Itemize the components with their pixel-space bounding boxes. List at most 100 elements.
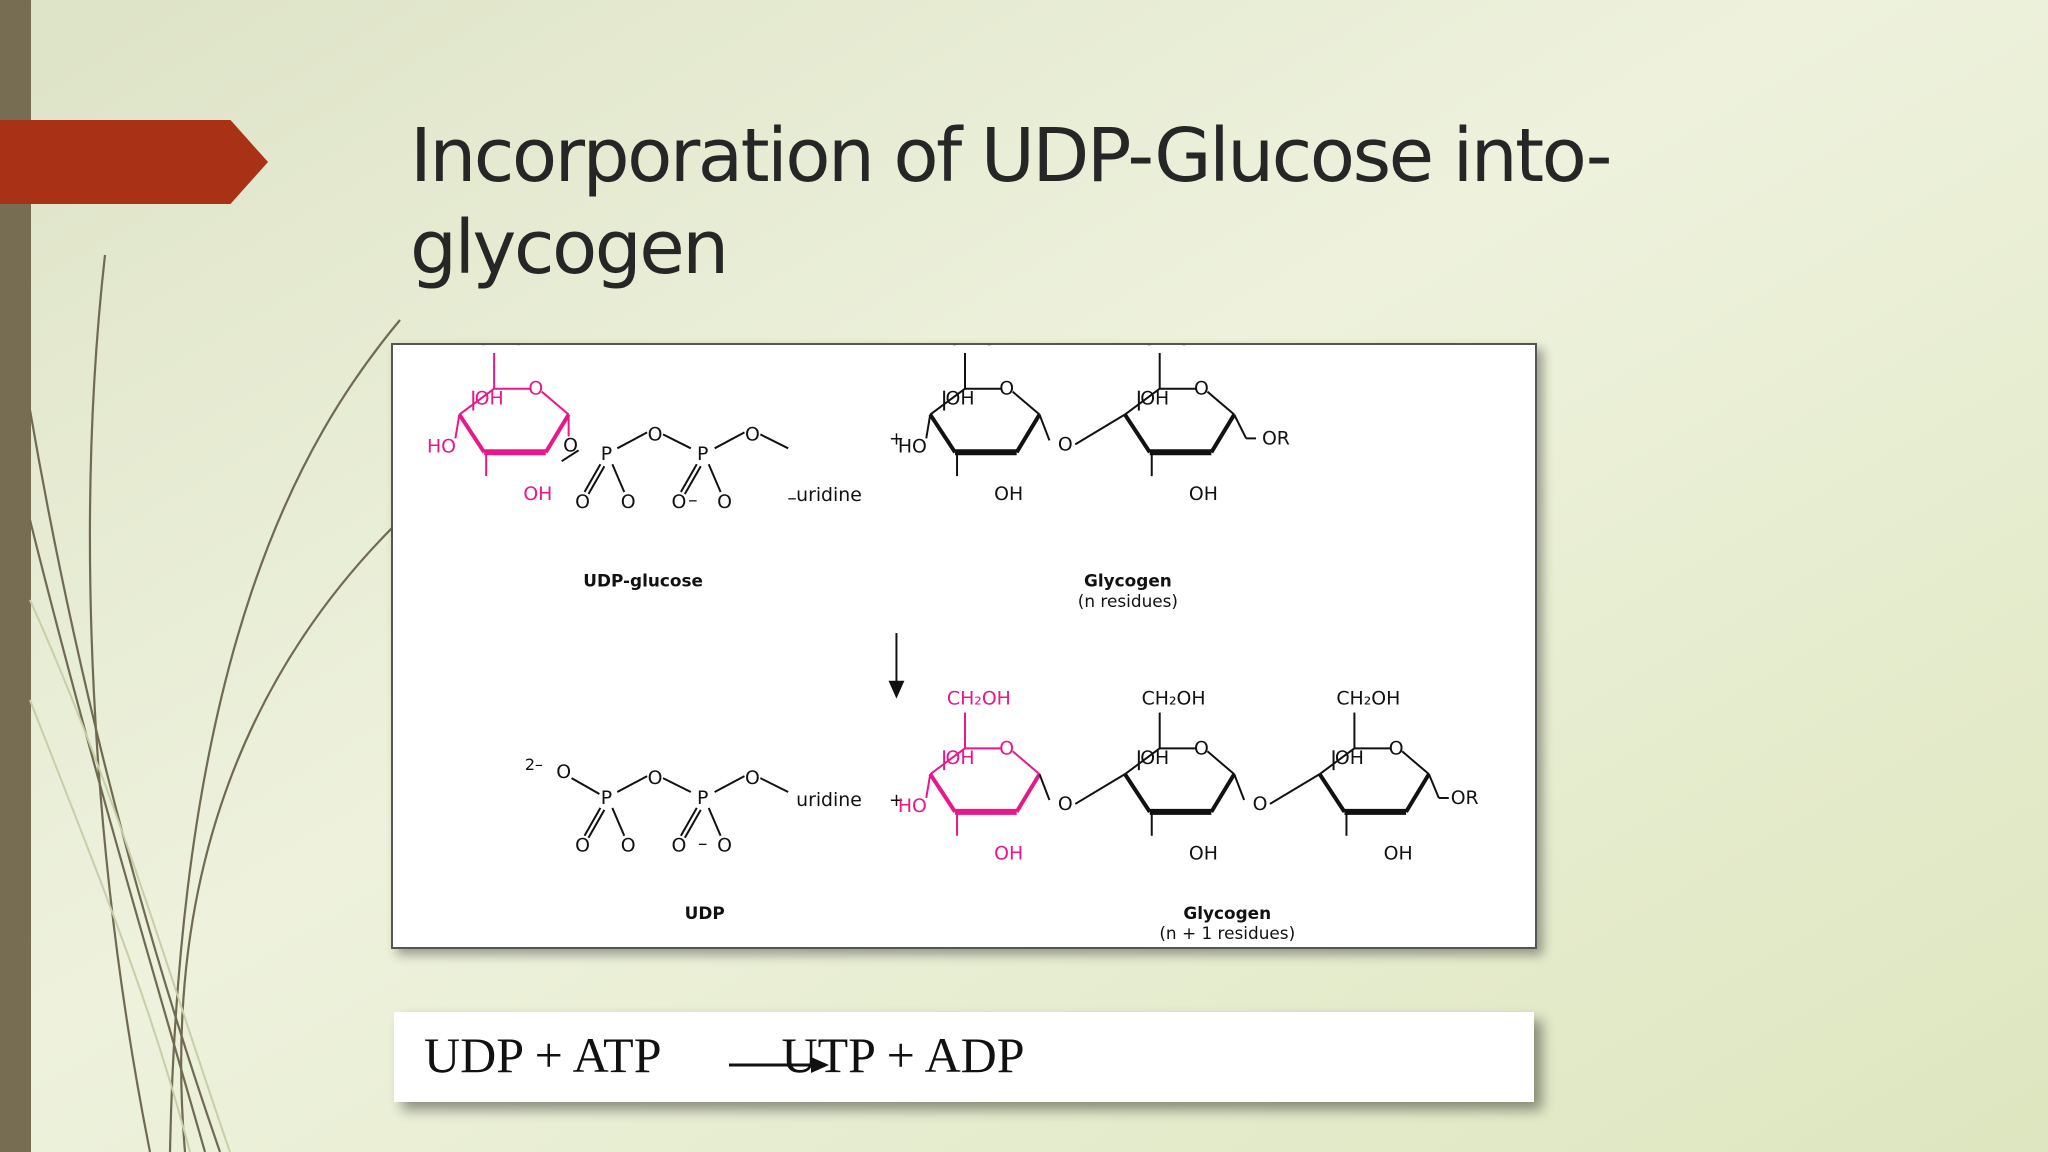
- equation-box: UDP + ATP UTP + ADP: [394, 1012, 1534, 1102]
- glycogen-n1-or-bond: [1427, 773, 1440, 799]
- udp-p1-po-bond: [611, 807, 626, 837]
- udp-glucose-chain-bond: [616, 431, 648, 450]
- top-plus-sign: +: [889, 428, 904, 449]
- glycogen-n-glycosidic-bond: [1074, 413, 1126, 446]
- slide-title: Incorporation of UDP-Glucose into-glycog…: [410, 113, 1613, 291]
- glycogen-n1-r1-c4-ho-label: HO: [898, 795, 927, 817]
- glycogen-n1-b-glycosidic-bond: [1269, 773, 1321, 805]
- glycogen-n1-r1-ring-bond: [929, 747, 966, 775]
- udp-glucose-ring-bond: [541, 390, 570, 416]
- udp-glucose-c3-oh-label: OH: [475, 388, 504, 410]
- glycogen-n1-r1-ring-bond: [1012, 750, 1041, 775]
- udp-charge-label: 2–: [525, 755, 543, 774]
- udp-glucose-p2-po-bond: [683, 465, 702, 495]
- glycogen-n1-caption: Glycogen: [1183, 903, 1271, 923]
- udp-p1-o-label: O: [621, 835, 636, 857]
- glycogen-n1-a-glycosidic-bond: [1038, 773, 1051, 801]
- reaction-down-arrow-icon: [888, 680, 905, 699]
- glycogen-n-r2-ring-oxygen: O: [1194, 378, 1209, 400]
- glycogen-n1-a-glycosidic-oxygen: O: [1058, 793, 1073, 815]
- reaction-figure: OCH₂OHOHOHHOOPOOOPOOO––uridineUDP-glucos…: [391, 343, 1537, 949]
- glycogen-n1-r1-ring-bond: [928, 773, 957, 813]
- glycogen-n-r1-ring-bond: [1014, 413, 1042, 454]
- udp-glucose-minus: –: [787, 487, 796, 509]
- glycogen-n-r1-ch2oh-label: CH₂OH: [947, 345, 1011, 350]
- glycogen-n-r1-ring-bond: [1012, 390, 1041, 416]
- udp-glucose-p2-p-label: P: [697, 443, 708, 465]
- udp-glucose-ch2oh-label: CH₂OH: [476, 345, 540, 350]
- glycogen-n-r2-ring-bond: [1209, 413, 1236, 454]
- glycogen-n1-r1-ch2oh-label: CH₂OH: [947, 688, 1011, 710]
- udp-p1-po-bond: [583, 807, 602, 837]
- udp-glucose-ring-oxygen: O: [528, 378, 543, 400]
- glycogen-n-r2-ring-bond: [1206, 390, 1235, 416]
- glycogen-n1-r1-c2-oh-label: OH: [994, 843, 1023, 865]
- glycogen-n-caption: Glycogen: [1084, 570, 1172, 590]
- udp-glucose-p2-o-label: O: [717, 491, 732, 513]
- glycogen-n-residues: (n residues): [1078, 591, 1178, 611]
- reaction-arrow-icon: [729, 1057, 829, 1073]
- glycogen-n1-or-label: OR: [1451, 787, 1479, 809]
- udp-uridine-label: uridine: [796, 789, 862, 811]
- equation-products: UTP + ADP: [781, 1027, 1025, 1083]
- udp-glucose-p2-o-label: O: [671, 491, 686, 513]
- glycogen-n1-r3-ring-bond: [1401, 750, 1430, 775]
- udp-glucose-caption: UDP-glucose: [583, 570, 703, 590]
- equation-text: UDP + ATP UTP + ADP: [424, 1026, 1025, 1084]
- udp-glucose-p2-po-bond: [680, 463, 698, 493]
- glycogen-n-r1-ring-oxygen: O: [999, 378, 1014, 400]
- udp-p1-p-label: P: [601, 787, 612, 809]
- udp-glucose-p1-p-label: P: [601, 443, 612, 465]
- udp-o-label: O: [745, 767, 760, 789]
- udp-glucose-ring-bond: [458, 387, 495, 416]
- udp-p1-po-bond: [587, 809, 606, 839]
- udp-glucose-o-label: O: [745, 423, 760, 445]
- glycogen-n1-r3-ring-bond: [1319, 747, 1355, 775]
- glycogen-n1-r2-ring-bond: [1206, 750, 1235, 775]
- glycogen-n1-r2-ch2oh-label: CH₂OH: [1142, 688, 1206, 710]
- glycogen-n-glycosidic-oxygen: O: [1058, 433, 1073, 455]
- udp-glucose-o-label: O: [648, 423, 663, 445]
- glycogen-n1-r3-ring-bond: [1317, 773, 1347, 813]
- glycogen-n-r1-ho-bond: [925, 414, 932, 439]
- udp-p1-o-label: O: [575, 835, 590, 857]
- udp-glucose-minus: –: [688, 489, 697, 511]
- udp-chain-bond: [662, 777, 692, 793]
- udp-glucose-ring-bond: [457, 413, 486, 454]
- glycogen-n1-r1-c3-oh-label: OH: [946, 747, 975, 769]
- udp-glucose-p1-o-label: O: [621, 491, 636, 513]
- udp-glucose-bridge-oxygen: O: [563, 434, 578, 456]
- glycogen-n-r2-c2-oh-label: OH: [1189, 483, 1218, 505]
- udp-glucose-chain-bond: [714, 431, 745, 450]
- glycogen-n-or-label: OR: [1262, 427, 1290, 449]
- udp-glucose-chain-bond: [759, 433, 789, 450]
- udp-glucose-chain-bond: [561, 449, 580, 463]
- glycogen-n-r1-ring-bond: [929, 387, 966, 416]
- udp-p2-po-bond: [683, 809, 702, 839]
- glycogen-n-r2-ring-bond: [1124, 387, 1161, 416]
- udp-o-label: O: [556, 761, 571, 783]
- glycogen-n1-r3-ring-bond: [1404, 773, 1431, 813]
- glycogen-n1-r1-ring-oxygen: O: [999, 737, 1014, 759]
- glycogen-n1-r1-ring-bond: [1014, 773, 1042, 813]
- glycogen-n-r2-ch2oh-label: CH₂OH: [1142, 345, 1206, 350]
- udp-glucose-ring-bond: [544, 413, 571, 454]
- udp-glucose-uridine-label: uridine: [796, 484, 862, 506]
- title-arrow-marker: [0, 120, 268, 204]
- udp-p2-o-label: O: [717, 835, 732, 857]
- udp-glucose-p2-po-bond: [707, 463, 722, 493]
- equation-reactants: UDP + ATP: [424, 1027, 662, 1083]
- glycogen-n1-r2-c3-oh-label: OH: [1140, 747, 1169, 769]
- udp-chain-bond: [714, 775, 745, 793]
- glycogen-n1-r2-ring-bond: [1209, 773, 1236, 813]
- udp-p2-po-bond: [680, 807, 698, 837]
- udp-glucose-chain-bond: [662, 433, 692, 450]
- udp-minus: –: [698, 833, 707, 855]
- udp-p2-p-label: P: [697, 787, 708, 809]
- decorative-swoosh: [28, 254, 401, 1152]
- glycogen-n1-r2-c2-oh-label: OH: [1189, 843, 1218, 865]
- udp-chain-bond: [571, 777, 600, 795]
- glycogen-n-or-bond: [1233, 414, 1248, 439]
- udp-p2-po-bond: [707, 807, 722, 837]
- glycogen-n1-r3-c3-oh-label: OH: [1335, 747, 1364, 769]
